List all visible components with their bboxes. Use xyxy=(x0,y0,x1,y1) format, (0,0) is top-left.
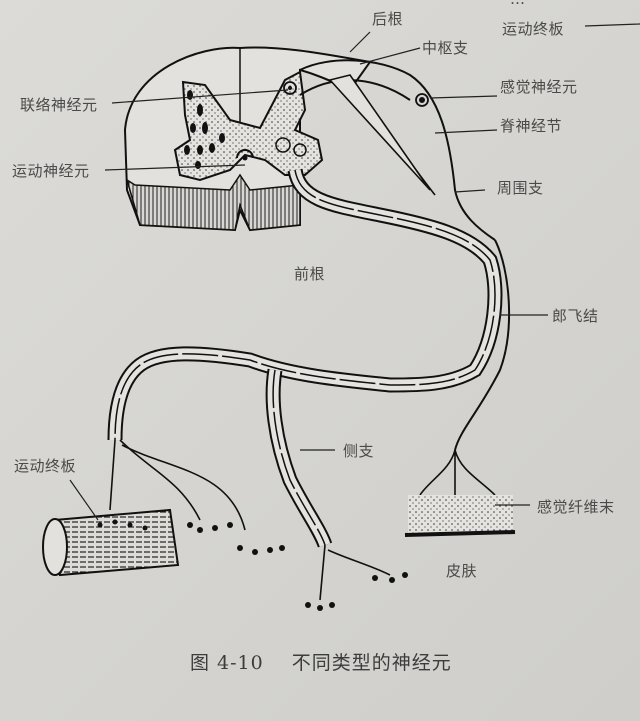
label-motor-end-plate: 运动终板 xyxy=(14,457,77,475)
label-central-branch: 中枢支 xyxy=(422,39,469,57)
leader-lines xyxy=(69,23,640,521)
dorsal-root-ganglion xyxy=(299,59,511,451)
label-sensory-fiber-ending: 感觉纤维末 xyxy=(537,498,615,516)
label-motor-neuron: 运动神经元 xyxy=(12,162,90,180)
label-dorsal-root: 后根 xyxy=(372,10,404,28)
label-spinal-ganglion: 脊神经节 xyxy=(500,117,563,135)
terminal-branches xyxy=(109,439,408,611)
muscle-fiber xyxy=(42,508,180,577)
skin-block xyxy=(404,449,516,537)
label-node-of-ranvier: 郎飞结 xyxy=(552,307,599,325)
label-collateral-branch: 侧支 xyxy=(343,442,375,460)
figure-caption: 图 4-10 不同类型的神经元 xyxy=(190,648,452,675)
label-cut-off: … xyxy=(510,0,526,8)
label-peripheral-branch: 周围支 xyxy=(497,179,544,197)
caption-title: 不同类型的神经元 xyxy=(291,652,452,674)
label-motor-end-plate-top: 运动终板 xyxy=(502,20,565,38)
label-interneuron: 联络神经元 xyxy=(20,96,98,114)
label-ventral-root: 前根 xyxy=(294,265,326,283)
caption-number: 图 4-10 xyxy=(190,652,264,674)
label-sensory-neuron: 感觉神经元 xyxy=(500,78,578,96)
label-skin: 皮肤 xyxy=(446,562,478,580)
myelinated-axon xyxy=(107,168,503,548)
